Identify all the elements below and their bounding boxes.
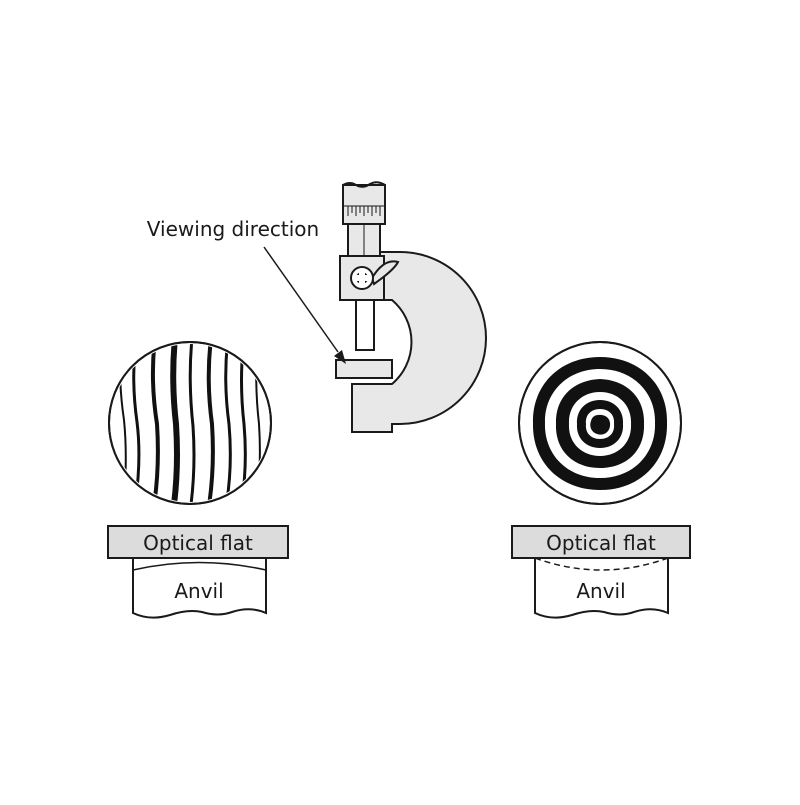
viewing-direction-label: Viewing direction [147,217,319,241]
right-anvil-top-edge-dashed [534,557,669,571]
fringe-line [170,344,180,502]
micrometer-optical-flat [335,359,393,379]
thimble-graduations [343,205,385,216]
right-anvil-label: Anvil [576,579,625,603]
left-fringe-pattern [108,341,272,505]
micrometer-spindle [355,299,375,351]
left-anvil-top-edge [132,561,267,571]
left-anvil-label: Anvil [174,579,223,603]
fringe-line [150,344,160,502]
thimble-break-line [342,181,386,188]
lock-lever [370,260,400,286]
fringe-ring-inner [576,400,624,448]
fringe-center-spot [590,414,611,435]
viewing-direction-arrowhead [334,350,346,364]
right-anvil [534,555,669,619]
micrometer [335,181,487,433]
left-optical-flat [107,525,289,559]
right-flat-assembly: Optical flat Anvil [511,525,691,619]
left-flat-assembly: Optical flat Anvil [107,525,289,619]
right-ring-pattern [518,341,682,505]
left-optical-flat-label: Optical flat [143,531,253,555]
fringe-line [188,344,196,502]
viewing-direction-pointer: Viewing direction [147,217,346,364]
micrometer-frame [351,251,487,433]
viewing-direction-arrow-line [263,246,339,353]
micrometer-thimble [342,184,386,225]
right-optical-flat-label: Optical flat [546,531,656,555]
left-anvil [132,555,267,619]
fringe-line [206,344,215,502]
right-optical-flat [511,525,691,559]
fringe-line [223,344,232,502]
